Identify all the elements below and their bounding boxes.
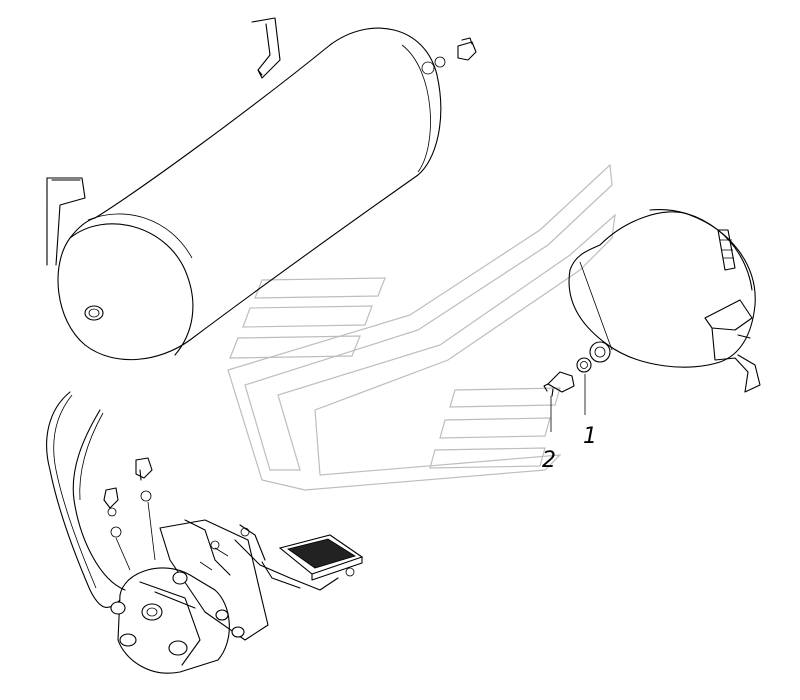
fitting-left [103,487,131,571]
brake-hoses [46,391,126,608]
drain-valve [543,371,575,397]
brake-valve-pedal [110,519,364,674]
sealing-washer [576,357,592,373]
air-tank-large [46,17,477,361]
fitting-right [135,457,156,561]
callout-2: 2 [542,448,556,473]
watermark-logo [227,163,616,491]
callout-1: 1 [583,424,597,449]
air-tank-small [568,208,761,393]
